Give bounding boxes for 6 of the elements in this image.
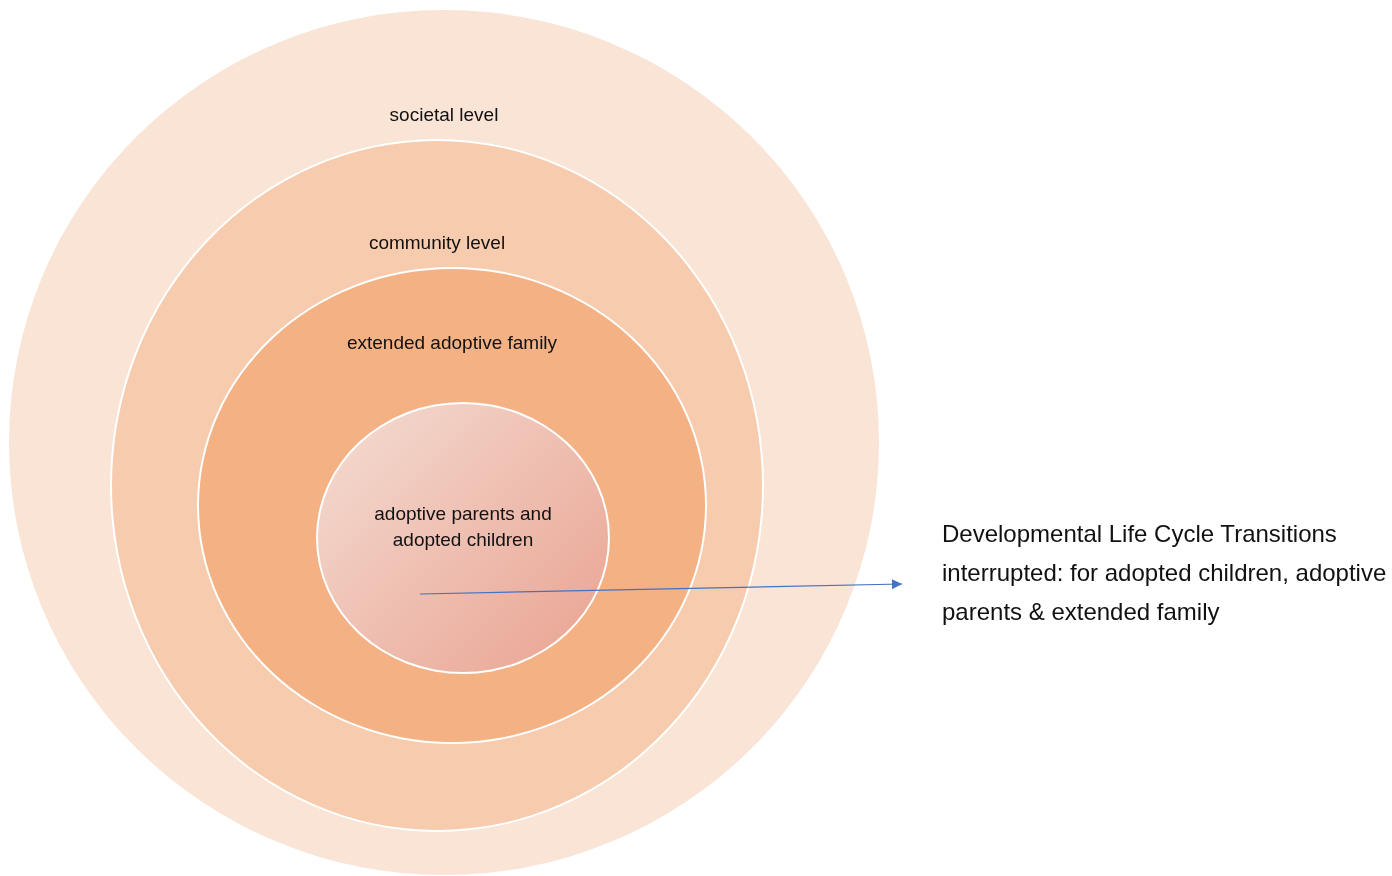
level-label: extended adoptive family — [345, 331, 559, 355]
level-label: adoptive parents and adopted children — [373, 502, 553, 552]
level-label: community level — [367, 231, 507, 255]
arrow — [419, 579, 903, 595]
level-label: societal level — [388, 103, 500, 127]
annotation-text: Developmental Life Cycle Transitions interrupted: for adopted children, adoptive parents & extended family — [942, 519, 1387, 627]
